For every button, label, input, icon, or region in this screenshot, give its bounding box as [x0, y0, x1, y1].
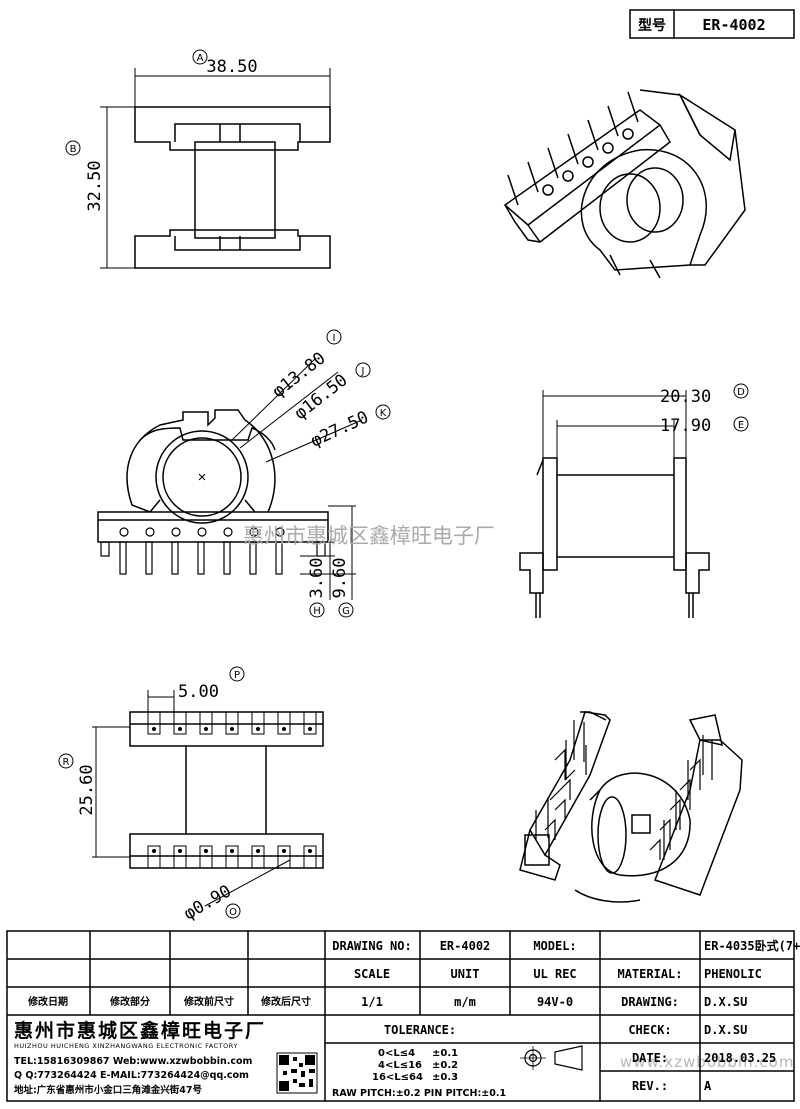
drawing-no-value: ER-4002	[440, 939, 491, 953]
top-view: 38.50 A 32.50 B	[65, 49, 331, 269]
label-j: J	[361, 366, 365, 377]
iso-view-top	[503, 89, 746, 279]
date-value: 2018.03.25	[704, 1051, 776, 1065]
tolerance-label: TOLERANCE:	[384, 1023, 456, 1037]
company-name-en: HUIZHOU HUICHENG XINZHANGWANG ELECTRONIC…	[14, 1042, 238, 1050]
company-block: 惠州市惠城区鑫樟旺电子厂 HUIZHOU HUICHENG XINZHANGWA…	[14, 1019, 266, 1096]
label-r: R	[63, 757, 70, 768]
dim-w1: 20.30	[660, 387, 711, 407]
model-label: MODEL:	[533, 939, 576, 953]
scale-value: 1/1	[361, 995, 383, 1009]
header-model-box: 型号 ER-4002	[629, 9, 795, 39]
qr-code-icon	[276, 1052, 318, 1094]
tol-value-1: ±0.1	[432, 1048, 458, 1059]
label-h: H	[313, 606, 321, 617]
rev-col-2: 修改部分	[109, 995, 150, 1008]
drawing-no-label: DRAWING NO:	[332, 939, 411, 953]
label-i: I	[333, 333, 336, 344]
label-k: K	[380, 408, 387, 419]
front-view: 20.30 D 17.90 E	[519, 383, 749, 618]
tol-range-2: 4<L≤16	[378, 1060, 422, 1071]
dim-width: 38.50	[206, 57, 257, 77]
ul-label: UL REC	[533, 967, 576, 981]
tol-value-3: ±0.3	[432, 1072, 458, 1083]
iso-view-bottom	[519, 711, 743, 903]
label-b: B	[70, 144, 77, 155]
label-p: P	[234, 670, 240, 681]
label-a: A	[197, 53, 204, 64]
watermark-text: 惠州市惠城区鑫樟旺电子厂	[243, 524, 495, 548]
scale-label: SCALE	[354, 967, 390, 981]
company-address: 地址:广东省惠州市小金口三角滩金兴街47号	[14, 1084, 203, 1096]
dim-pitch: 5.00	[178, 682, 219, 702]
label-d: D	[737, 387, 745, 398]
check-value: D.X.SU	[704, 1023, 747, 1037]
pitch-note: RAW PITCH:±0.2 PIN PITCH:±0.1	[332, 1088, 506, 1099]
company-tel: TEL:15816309867 Web:www.xzwbobbin.com	[14, 1056, 253, 1067]
dim-d3: φ27.50	[308, 407, 372, 451]
bottom-view: 5.00 P 25.60 R φ0.90 O	[58, 666, 324, 924]
model-value: ER-4035卧式(7+7PIN)	[704, 938, 800, 953]
rev-col-1: 修改日期	[27, 995, 68, 1008]
check-label: CHECK:	[628, 1023, 671, 1037]
header-model-value: ER-4002	[702, 16, 765, 34]
drawing-label: DRAWING:	[621, 995, 679, 1009]
tol-value-2: ±0.2	[432, 1060, 458, 1071]
ul-value: 94V-0	[537, 995, 573, 1009]
rev-col-3: 修改前尺寸	[183, 995, 234, 1008]
rev-col-4: 修改后尺寸	[260, 995, 311, 1008]
tolerance-table: 0<L≤4 ±0.1 4<L≤16 ±0.2 16<L≤64 ±0.3 RAW …	[332, 1048, 506, 1099]
unit-value: m/m	[454, 995, 476, 1009]
rev-label: REV.:	[632, 1079, 668, 1093]
material-label: MATERIAL:	[617, 967, 682, 981]
label-o: O	[229, 907, 237, 918]
header-model-label: 型号	[638, 17, 666, 34]
side-view: φ13.80 I φ16.50 J φ27.50 K 3.60 9.60 H G	[97, 329, 391, 618]
title-block	[6, 930, 795, 1102]
material-value: PHENOLIC	[704, 967, 762, 981]
dim-h1: 3.60	[307, 558, 327, 599]
date-label: DATE:	[632, 1051, 668, 1065]
dim-pin: φ0.90	[181, 881, 235, 924]
unit-label: UNIT	[451, 967, 480, 981]
company-name: 惠州市惠城区鑫樟旺电子厂	[14, 1019, 266, 1042]
drawing-value: D.X.SU	[704, 995, 747, 1009]
tol-range-3: 16<L≤64	[372, 1072, 423, 1083]
dim-height: 32.50	[85, 160, 105, 211]
tol-range-1: 0<L≤4	[378, 1048, 415, 1059]
dim-w2: 17.90	[660, 416, 711, 436]
label-e: E	[738, 420, 744, 431]
dim-h2: 9.60	[330, 558, 350, 599]
rev-value: A	[704, 1079, 712, 1093]
watermark-url: www.xzwbobbin.com	[620, 1053, 794, 1071]
label-g: G	[342, 606, 350, 617]
dim-bheight: 25.60	[77, 764, 97, 815]
company-qq: Q Q:773264424 E-MAIL:773264424@qq.com	[14, 1070, 249, 1081]
projection-symbol	[520, 1045, 583, 1071]
